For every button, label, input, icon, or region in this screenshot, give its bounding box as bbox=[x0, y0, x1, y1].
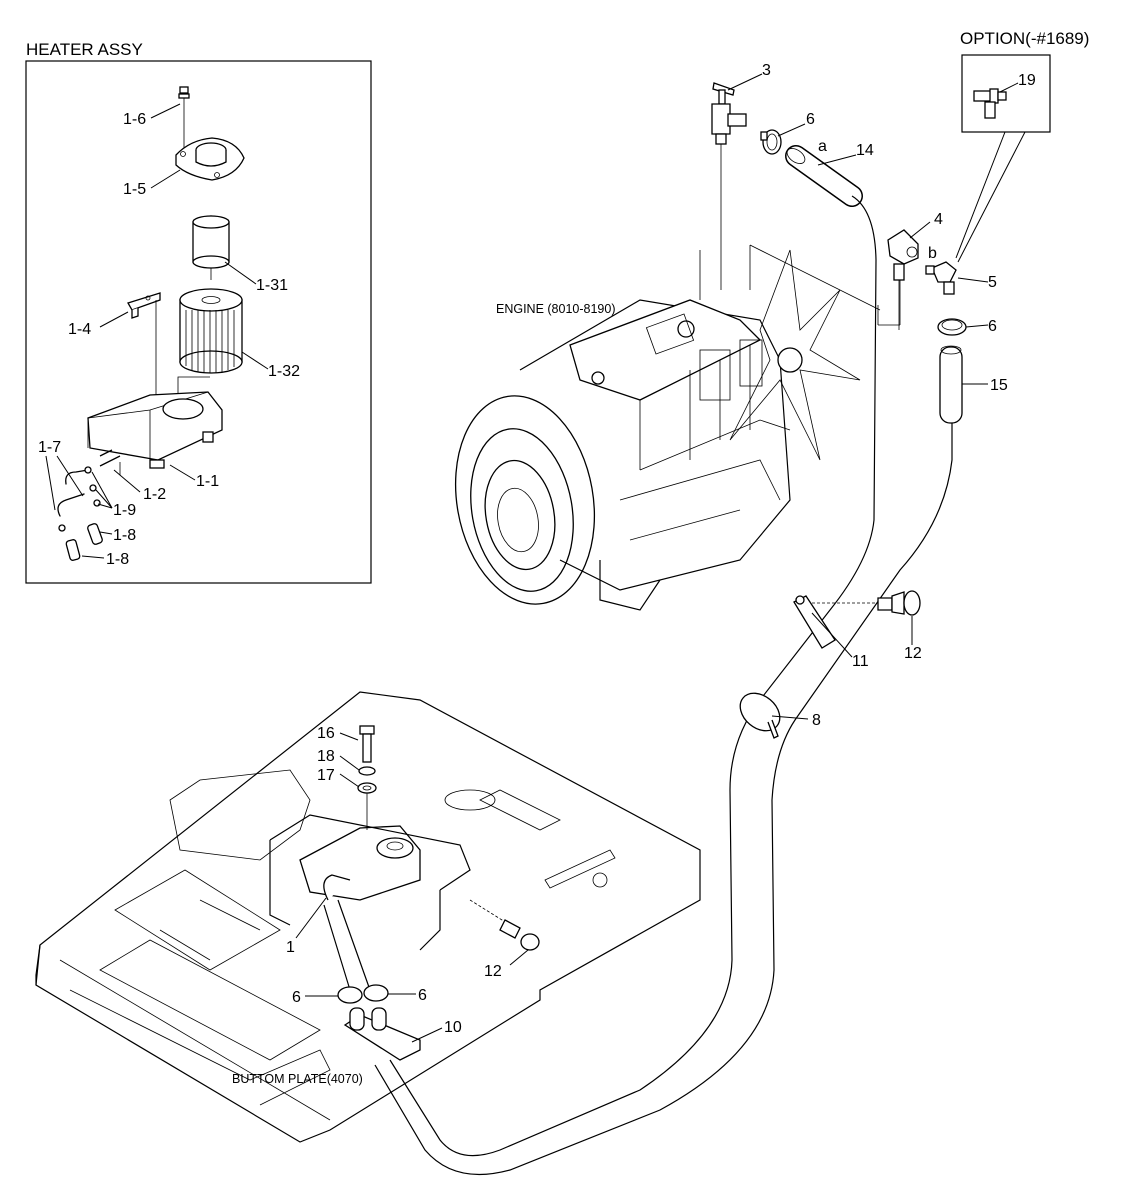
heater-assy-inset: HEATER ASSY bbox=[25, 40, 372, 584]
engine-drawing bbox=[454, 244, 901, 611]
part-1-6-bolt bbox=[178, 86, 190, 150]
inset-leader-lines bbox=[45, 103, 269, 559]
part-6-clamp-top bbox=[760, 129, 782, 155]
part-1-1-heater-body bbox=[87, 376, 223, 475]
part-8-band bbox=[739, 692, 781, 739]
installed-heater bbox=[269, 793, 471, 951]
label-17: 17 bbox=[317, 767, 335, 784]
label-1-9: 1-9 bbox=[113, 502, 136, 519]
part-1-32-fan bbox=[179, 288, 243, 374]
label-12-upper: 12 bbox=[904, 645, 922, 662]
label-6-right: 6 bbox=[988, 318, 997, 335]
part-1-heater-hoses bbox=[323, 874, 371, 991]
label-15: 15 bbox=[990, 377, 1008, 394]
label-6-lower-left: 6 bbox=[292, 989, 301, 1006]
label-3: 3 bbox=[762, 62, 771, 79]
label-11: 11 bbox=[852, 653, 869, 670]
part-12-bolt-lower bbox=[469, 899, 540, 951]
label-1-5: 1-5 bbox=[123, 181, 146, 198]
part-11-clamp bbox=[793, 595, 836, 649]
label-b: b bbox=[928, 245, 937, 262]
label-16: 16 bbox=[317, 725, 335, 742]
label-1-1: 1-1 bbox=[196, 473, 219, 490]
part-4-elbow bbox=[887, 229, 919, 330]
part-1-4-bracket bbox=[127, 292, 161, 400]
part-1-31-motor bbox=[192, 215, 230, 280]
label-6-top: 6 bbox=[806, 111, 815, 128]
label-1-7: 1-7 bbox=[38, 439, 61, 456]
label-1: 1 bbox=[286, 939, 295, 956]
engine-caption: ENGINE (8010-8190) bbox=[496, 302, 616, 316]
part-14-hose bbox=[785, 145, 863, 207]
bottom-plate bbox=[35, 691, 701, 1143]
part-6-clamps-lower bbox=[337, 984, 389, 1004]
label-8: 8 bbox=[812, 712, 821, 729]
label-1-8-lower: 1-8 bbox=[106, 551, 129, 568]
part-17-washer bbox=[357, 782, 377, 794]
part-1-5-cover bbox=[175, 137, 245, 181]
label-14: 14 bbox=[856, 142, 874, 159]
label-6-lower-right: 6 bbox=[418, 987, 427, 1004]
label-1-32: 1-32 bbox=[268, 363, 300, 380]
label-1-8-upper: 1-8 bbox=[113, 527, 136, 544]
label-19: 19 bbox=[1018, 72, 1036, 89]
part-15-hose bbox=[939, 345, 963, 424]
main-leader-lines bbox=[295, 73, 989, 1043]
inset-title: HEATER ASSY bbox=[26, 40, 143, 59]
part-6-clamp-right bbox=[937, 318, 967, 336]
label-1-31: 1-31 bbox=[256, 277, 288, 294]
label-4: 4 bbox=[934, 211, 943, 228]
label-1-4: 1-4 bbox=[68, 321, 91, 338]
part-19-tee-fitting bbox=[973, 88, 1007, 119]
part-12-bolt-upper bbox=[812, 590, 921, 616]
part-5-elbow bbox=[925, 261, 957, 295]
label-a: a bbox=[818, 138, 827, 155]
label-18: 18 bbox=[317, 748, 335, 765]
label-10: 10 bbox=[444, 1019, 462, 1036]
part-3-cock bbox=[711, 82, 747, 290]
part-18-washer bbox=[358, 766, 376, 776]
heater-pipe bbox=[374, 195, 953, 1176]
label-5: 5 bbox=[988, 274, 997, 291]
label-1-6: 1-6 bbox=[123, 111, 146, 128]
plate-caption: BUTTOM PLATE(4070) bbox=[232, 1072, 363, 1086]
parts-1-7-1-8-1-9-hoses bbox=[57, 466, 103, 561]
label-12-lower: 12 bbox=[484, 963, 502, 980]
part-10-connector bbox=[343, 1007, 421, 1061]
option-title: OPTION(-#1689) bbox=[960, 29, 1089, 48]
label-1-2: 1-2 bbox=[143, 486, 166, 503]
part-16-bolt bbox=[359, 725, 375, 763]
option-box: OPTION(-#1689) 19 bbox=[955, 29, 1089, 263]
